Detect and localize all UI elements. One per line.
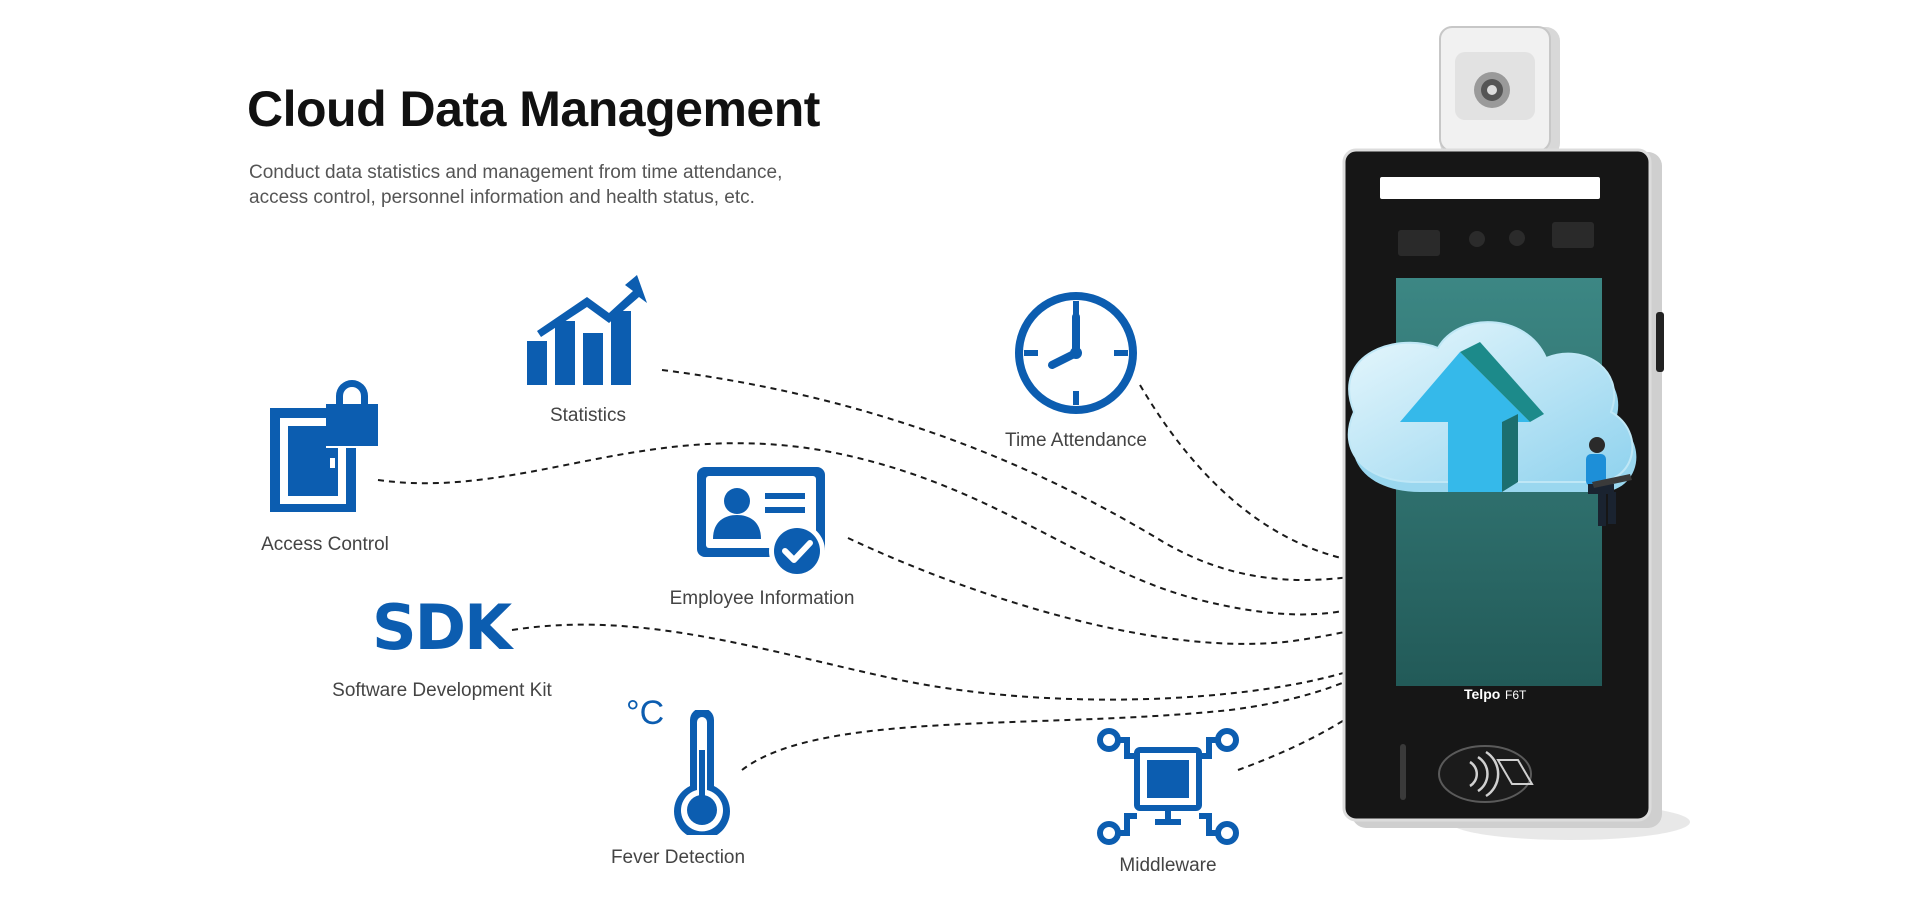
id-card-icon: [697, 467, 825, 579]
connector-statistics: [661, 369, 1441, 581]
time-attendance-label: Time Attendance: [1005, 430, 1147, 451]
face-recognition-terminal: [1342, 26, 1690, 840]
employee-information-label: Employee Information: [669, 588, 855, 609]
middleware-icon: [1097, 728, 1239, 845]
sdk-icon: SDK: [372, 591, 512, 664]
middleware-label: Middleware: [1119, 855, 1217, 876]
clock-icon: [1015, 292, 1137, 414]
device-brand: Telpo: [1464, 686, 1501, 702]
connector-access-control: [377, 442, 1431, 616]
page-description: Conduct data statistics and management f…: [249, 160, 889, 210]
lock-door-icon: [270, 380, 380, 512]
connector-employee-information: [847, 537, 1446, 645]
sdk-label: Software Development Kit: [332, 680, 552, 701]
device-model: F6T: [1505, 688, 1527, 702]
access-control-label: Access Control: [261, 534, 389, 555]
bar-chart-icon: [527, 275, 647, 385]
person-with-laptop-icon: [1586, 437, 1632, 526]
fever-detection-label: Fever Detection: [610, 847, 746, 868]
page-title: Cloud Data Management: [247, 81, 820, 137]
cloud-upload-icon: [1347, 321, 1637, 492]
statistics-label: Statistics: [549, 405, 627, 426]
thermal-camera: [1439, 26, 1560, 157]
celsius-symbol: °C: [626, 694, 665, 732]
connector-sdk: [511, 579, 1451, 701]
description-line-2: access control, personnel information an…: [249, 187, 755, 208]
description-line-1: Conduct data statistics and management f…: [249, 162, 783, 183]
thermometer-icon: [674, 710, 730, 835]
